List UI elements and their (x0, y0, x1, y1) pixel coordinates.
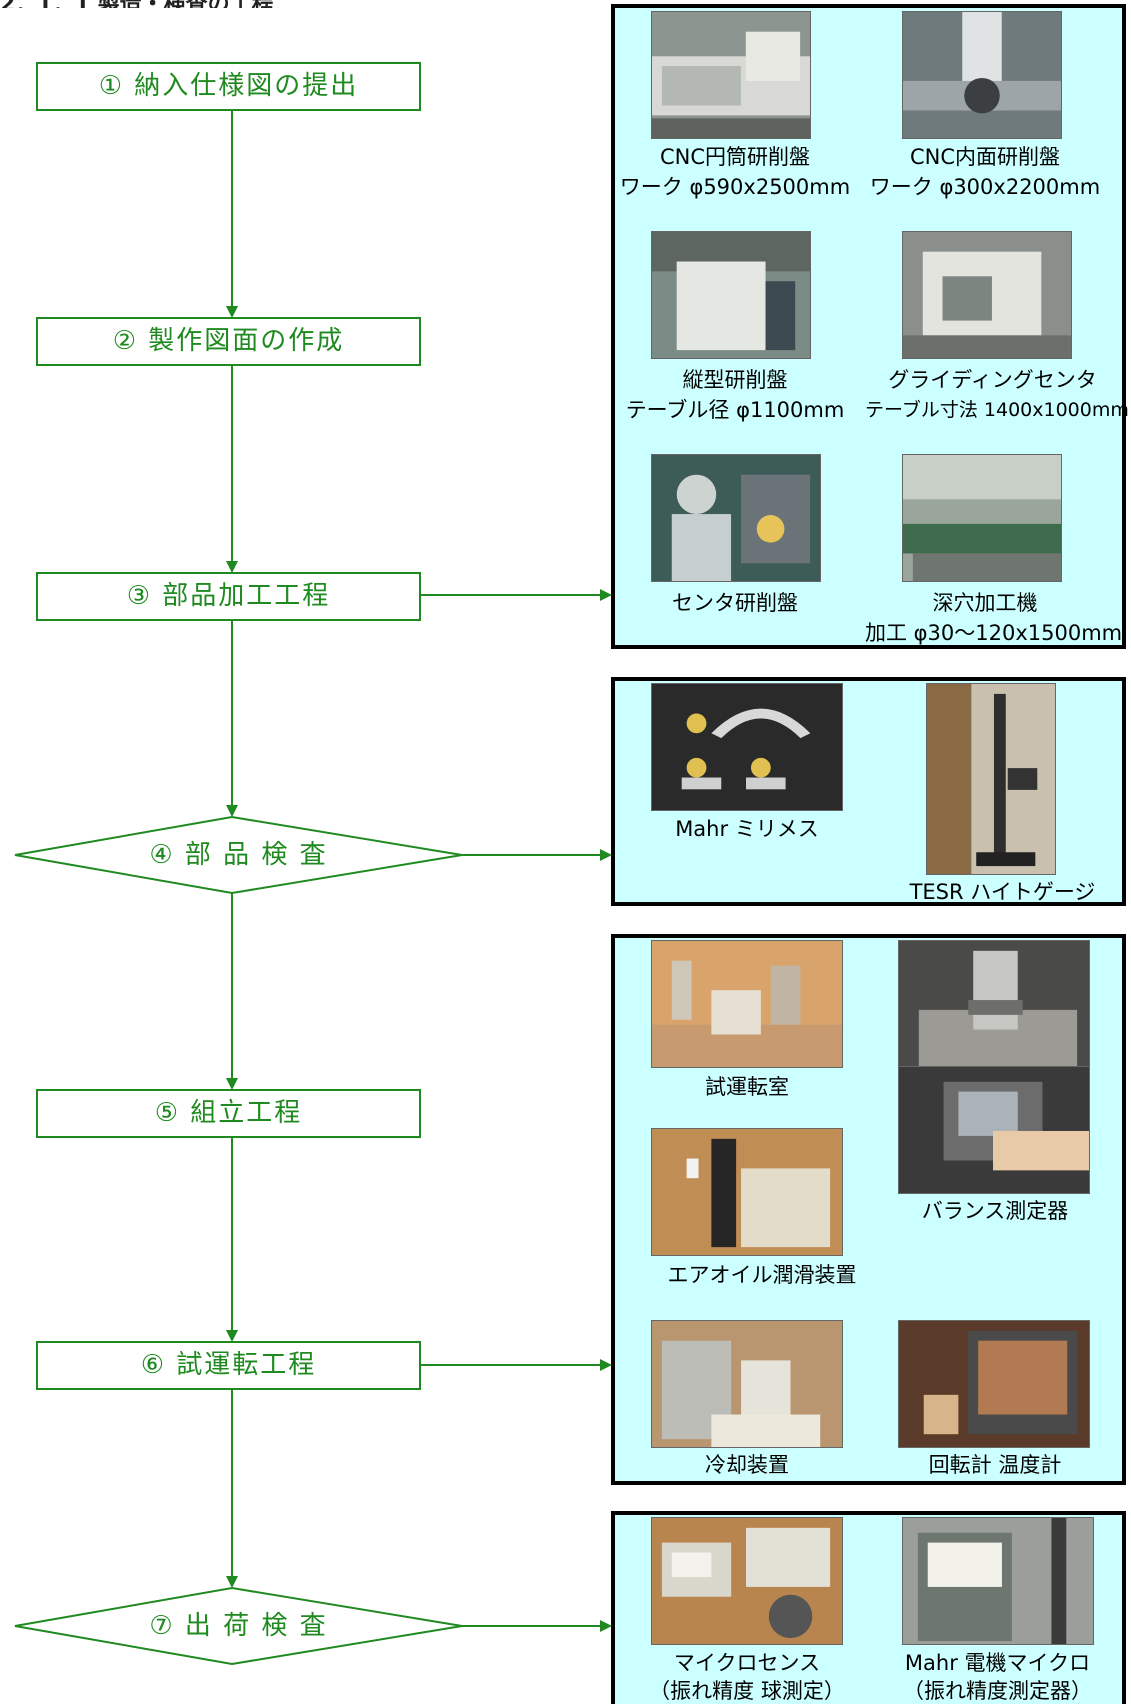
air-oil-lubricator-photo (651, 1128, 843, 1256)
step-1-label: ① 納入仕様図の提出 (98, 71, 359, 101)
inspection-panel: Mahr ミリメス TESR ハイトゲージ (611, 677, 1126, 906)
cnc-internal-grinder-name: CNC内面研削盤 (909, 145, 1061, 169)
deep-hole-drilling-machine-name: 深穴加工機 (932, 591, 1038, 615)
tesr-height-gauge-name: TESR ハイトゲージ (909, 880, 1096, 904)
microsense-name: マイクロセンス (673, 1651, 821, 1675)
mahr-electronic-micro-photo (902, 1517, 1094, 1645)
cooling-unit-name: 冷却装置 (705, 1453, 789, 1477)
step-5-label: ⑤ 組立工程 (154, 1098, 303, 1128)
grinding-center-name: グライディングセンタ (888, 368, 1097, 392)
mahr-millimess-name: Mahr ミリメス (675, 817, 819, 841)
tachometer-thermometer-photo (898, 1320, 1090, 1448)
deep-hole-drilling-machine-spec: 加工 φ30〜120x1500mm (865, 621, 1123, 645)
vertical-grinder-photo (651, 231, 811, 359)
balance-tester-photo (898, 1066, 1090, 1194)
step-2-label: ② 製作図面の作成 (112, 326, 345, 356)
top-caption: 2．1．1 製造・検査の工程 (0, 0, 620, 8)
cnc-internal-grinder-photo (902, 11, 1062, 139)
test-run-room-name: 試運転室 (705, 1075, 789, 1099)
step-2-box (36, 317, 421, 366)
vertical-grinder-spec: テーブル径 φ1100mm (625, 398, 845, 422)
deep-hole-drilling-machine-photo (902, 454, 1062, 582)
vertical-grinder-name: 縦型研削盤 (682, 368, 788, 392)
mahr-electronic-micro-name: Mahr 電機マイクロ (904, 1651, 1091, 1675)
mahr-millimess-photo (651, 683, 843, 811)
grinding-center-photo (902, 231, 1072, 359)
mahr-electronic-micro-spec: （振れ精度測定器） (903, 1679, 1092, 1703)
air-oil-lubricator-name: エアオイル潤滑装置 (667, 1263, 857, 1287)
center-grinder-photo (651, 454, 821, 582)
cnc-cylindrical-grinder-photo (651, 11, 811, 139)
balance-tester-name: バランス測定器 (921, 1199, 1069, 1223)
microsense-photo (651, 1517, 843, 1645)
step-5-box (36, 1089, 421, 1138)
shipping-panel: マイクロセンス （振れ精度 球測定） Mahr 電機マイクロ （振れ精度測定器） (611, 1511, 1126, 1704)
step-4-label: ④ 部 品 検 査 (149, 840, 328, 870)
step-1-box (36, 62, 421, 111)
cnc-cylindrical-grinder-spec: ワーク φ590x2500mm (619, 175, 851, 199)
center-grinder-name: センタ研削盤 (672, 591, 798, 615)
balance-tester-head-photo (898, 940, 1090, 1068)
step-3-box (36, 572, 421, 621)
step-6-label: ⑥ 試運転工程 (140, 1350, 317, 1380)
cooling-unit-photo (651, 1320, 843, 1448)
microsense-spec: （振れ精度 球測定） (649, 1679, 845, 1703)
step-7-label: ⑦ 出 荷 検 査 (149, 1611, 328, 1641)
step-3-label: ③ 部品加工工程 (126, 581, 331, 611)
cnc-internal-grinder-spec: ワーク φ300x2200mm (869, 175, 1101, 199)
grinding-center-spec: テーブル寸法 1400x1000mm (865, 399, 1129, 421)
machining-panel: CNC円筒研削盤 ワーク φ590x2500mm CNC内面研削盤 ワーク φ3… (611, 4, 1129, 649)
testrun-panel: 試運転室 バランス測定器 エアオイル潤滑装置 冷却装置 回転計 温度計 (611, 934, 1126, 1485)
tachometer-thermometer-name: 回転計 温度計 (928, 1453, 1062, 1477)
cnc-cylindrical-grinder-name: CNC円筒研削盤 (659, 145, 811, 169)
tesr-height-gauge-photo (926, 683, 1056, 875)
test-run-room-photo (651, 940, 843, 1068)
